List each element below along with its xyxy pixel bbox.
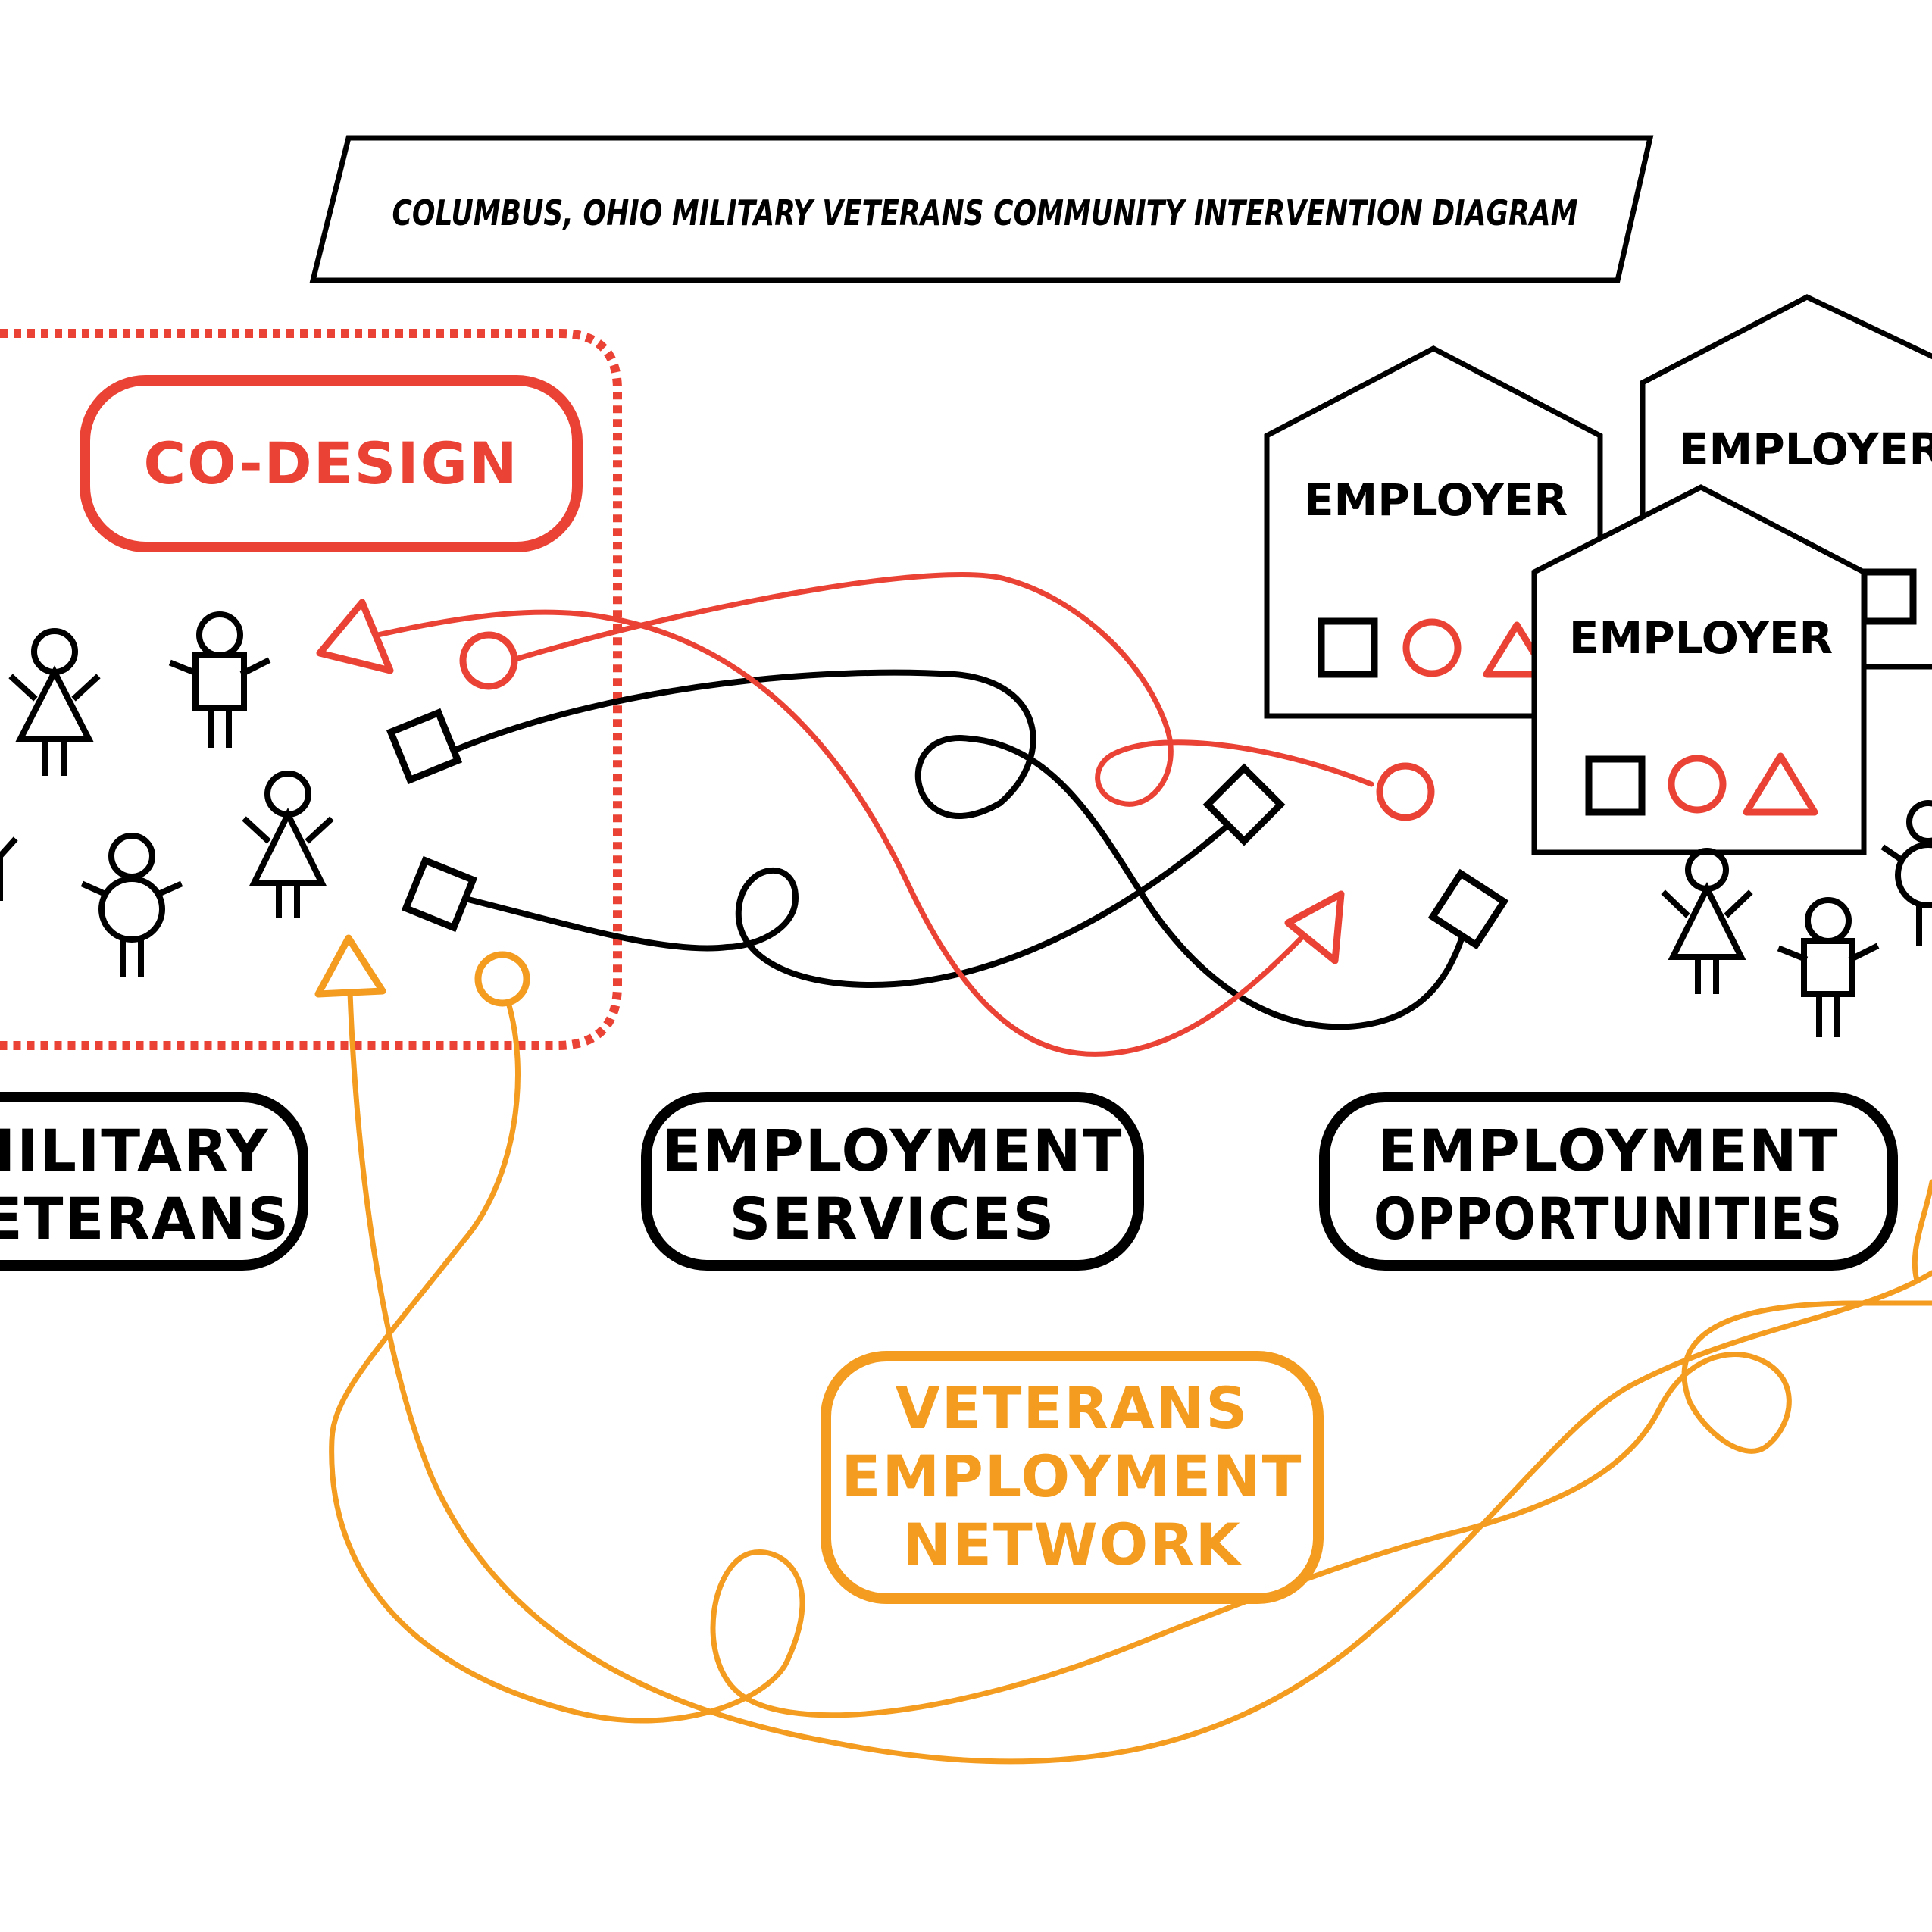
employment-opportunities-line2: OPPORTUNITIES <box>1374 1185 1843 1252</box>
square-icon <box>401 855 478 933</box>
circle-icon <box>459 631 518 690</box>
employment-opportunities-line1: EMPLOYMENT <box>1378 1117 1840 1184</box>
triangle-icon <box>1284 890 1345 964</box>
employer-label-1: EMPLOYER <box>1304 474 1568 526</box>
codesign-pill <box>80 375 583 552</box>
network-pill: VETERANS EMPLOYMENT NETWORK <box>821 1351 1324 1604</box>
title-text: COLUMBUS, OHIO MILITARY VETERANS COMMUNI… <box>392 192 1578 233</box>
employer-house-3: EMPLOYER <box>1531 484 1867 855</box>
network-connectors-orange <box>314 934 1932 1765</box>
circle-icon <box>474 951 530 1007</box>
service-connectors-black <box>386 669 1509 1030</box>
person-round-icon <box>80 833 183 977</box>
employment-services-pill: EMPLOYMENT SERVICES <box>641 1092 1144 1271</box>
network-line2: EMPLOYMENT <box>842 1443 1303 1510</box>
triangle-icon <box>316 599 394 674</box>
codesign-connectors-red <box>316 572 1435 1057</box>
square-icon <box>386 708 463 785</box>
person-male-icon <box>1777 897 1880 1037</box>
person-female-icon <box>8 628 101 776</box>
military-veterans-line1: MILITARY <box>0 1117 269 1184</box>
person-female-icon <box>242 771 334 918</box>
employment-opportunities-pill: EMPLOYMENT OPPORTUNITIES <box>1319 1092 1898 1271</box>
employment-services-line1: EMPLOYMENT <box>662 1117 1124 1184</box>
person-partial-icon <box>0 836 18 901</box>
employment-services-line2: SERVICES <box>730 1185 1056 1252</box>
circle-icon <box>1376 762 1435 821</box>
square-icon <box>1585 755 1646 816</box>
employer-label-2: EMPLOYER <box>1679 424 1932 475</box>
employer-label-3: EMPLOYER <box>1569 612 1833 664</box>
circle-icon <box>1668 755 1727 814</box>
employer-people-group <box>1661 800 1932 1037</box>
triangle-icon <box>1743 752 1818 816</box>
person-female-icon <box>1661 848 1753 994</box>
military-veterans-line2: VETERANS <box>0 1185 290 1252</box>
square-icon <box>1318 617 1378 678</box>
codesign-region: CO-DESIGN <box>0 329 622 1050</box>
person-partial-icon <box>1880 800 1932 946</box>
military-veterans-pill: MILITARY VETERANS <box>0 1092 308 1271</box>
diamond-icon <box>1427 868 1509 950</box>
person-male-icon <box>168 611 271 748</box>
codesign-label: CO-DESIGN <box>143 430 518 497</box>
triangle-icon <box>314 934 386 998</box>
network-line3: NETWORK <box>902 1511 1242 1578</box>
veterans-group <box>0 611 334 977</box>
title-banner: COLUMBUS, OHIO MILITARY VETERANS COMMUNI… <box>309 135 1654 283</box>
network-line1: VETERANS <box>896 1374 1249 1442</box>
circle-icon <box>1402 618 1462 677</box>
diamond-icon <box>1202 763 1286 846</box>
